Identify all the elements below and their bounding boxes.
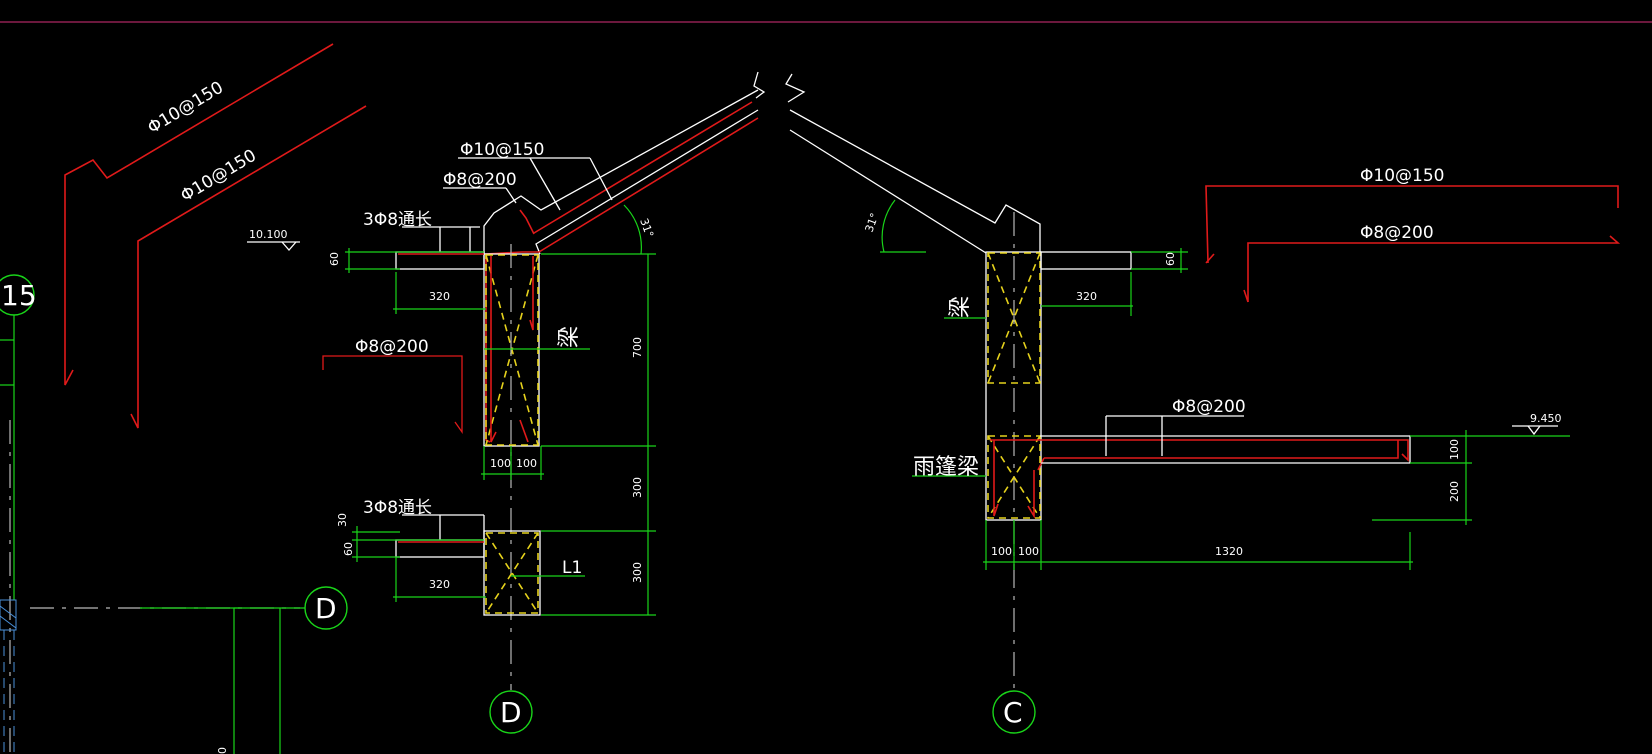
angle-label-right: 31° (863, 211, 882, 234)
angle-label-left: 31° (637, 217, 656, 240)
dim-left-700: 700 (631, 337, 644, 358)
axis-label-d-left: D (315, 592, 337, 625)
dim-left-100a: 100 (490, 457, 511, 470)
beam-hidden-right (987, 252, 1041, 384)
angle-arc-left (623, 204, 642, 255)
dim-right-320: 320 (1076, 290, 1097, 303)
elevation-left: 10.100 (249, 228, 288, 241)
dim-left-30: 30 (336, 513, 349, 527)
rebar-label-left-roof-dist: Φ8@200 (443, 170, 517, 190)
dim-left-300a: 300 (631, 477, 644, 498)
dim-right-slab-100: 100 (1448, 439, 1461, 460)
roof-slab-bottom-right (789, 129, 987, 254)
axis-bubble-d-mid (489, 690, 533, 734)
break-line-left (753, 71, 766, 99)
canopy-beam-hidden (987, 435, 1041, 519)
dim-left-300b: 300 (631, 562, 644, 583)
dim-right-100b: 100 (1018, 545, 1039, 558)
axis-label-c: C (1003, 696, 1023, 729)
roof-slab-top-left (483, 89, 759, 254)
roof-rebar-left-b (485, 117, 759, 443)
axis-d-left-group: D 0 (30, 586, 348, 754)
axis-15-group: 15 (0, 274, 37, 754)
hatched-column-left (0, 599, 17, 631)
member-label-l1: L1 (562, 558, 582, 578)
rebar-label-right-top: Φ10@150 (1360, 166, 1444, 186)
rebar-detail-top-left: Φ10@150 Φ10@150 (64, 43, 367, 429)
member-label-canopy-beam: 雨篷梁 (913, 455, 979, 480)
dim-right-1320: 1320 (1215, 545, 1243, 558)
dim-left-100b: 100 (516, 457, 537, 470)
bent-rebar-2 (130, 105, 367, 429)
rebar-label-canopy-top: Φ8@200 (1172, 397, 1246, 417)
cap-outline-right (1040, 251, 1132, 270)
dim-right-200: 200 (1448, 481, 1461, 502)
dim-left-320-bot: 320 (429, 578, 450, 591)
rebar-label-left-stirrup: Φ8@200 (355, 337, 429, 357)
rebar-label-right-second: Φ8@200 (1360, 223, 1434, 243)
right-section: 60 320 梁 31° Φ8@200 雨篷梁 9.450 (785, 73, 1570, 734)
cap-label-left-1: 3Φ8通长 (363, 210, 432, 230)
member-label-beam-right: 梁 (948, 296, 973, 318)
rebar-detail-top-right: Φ10@150 Φ8@200 (1205, 166, 1621, 303)
axis-bubble-d-left (304, 586, 348, 630)
left-section: 3Φ8通长 10.100 60 320 梁 Φ10@150 Φ8@200 31°… (247, 71, 766, 734)
dim-right-100a: 100 (991, 545, 1012, 558)
dim-cut-0: 0 (216, 747, 229, 754)
roof-rebar-hook (519, 209, 535, 235)
break-line-right (785, 73, 806, 103)
canopy-slab-outline (1040, 435, 1411, 464)
rebar-label-left-roof-main: Φ10@150 (460, 140, 544, 160)
angle-arc-right (881, 199, 896, 253)
dim-left-60-bot: 60 (342, 542, 355, 556)
dim-left-320-top: 320 (429, 290, 450, 303)
dim-left-60-top: 60 (328, 252, 341, 266)
elevation-right: 9.450 (1530, 412, 1562, 425)
roof-slab-top-right (789, 109, 1041, 252)
roof-rebar-left-a (533, 101, 753, 234)
member-label-beam-left: 梁 (557, 326, 582, 348)
cap-label-left-2: 3Φ8通长 (363, 498, 432, 518)
axis-label-d-mid: D (500, 696, 522, 729)
beam-outline-l1 (483, 530, 541, 616)
rebar-label-top-left-1: Φ10@150 (144, 78, 227, 139)
rebar-shape-right-1 (1205, 185, 1619, 264)
dim-right-60: 60 (1164, 252, 1177, 266)
axis-bubble-c (992, 690, 1036, 734)
bent-rebar-1 (64, 43, 334, 386)
roof-slab-bottom-left (535, 109, 759, 255)
rebar-shape-right-2 (1247, 235, 1621, 302)
axis-label-15: 15 (1, 279, 37, 312)
beam-hidden-left (485, 254, 539, 446)
